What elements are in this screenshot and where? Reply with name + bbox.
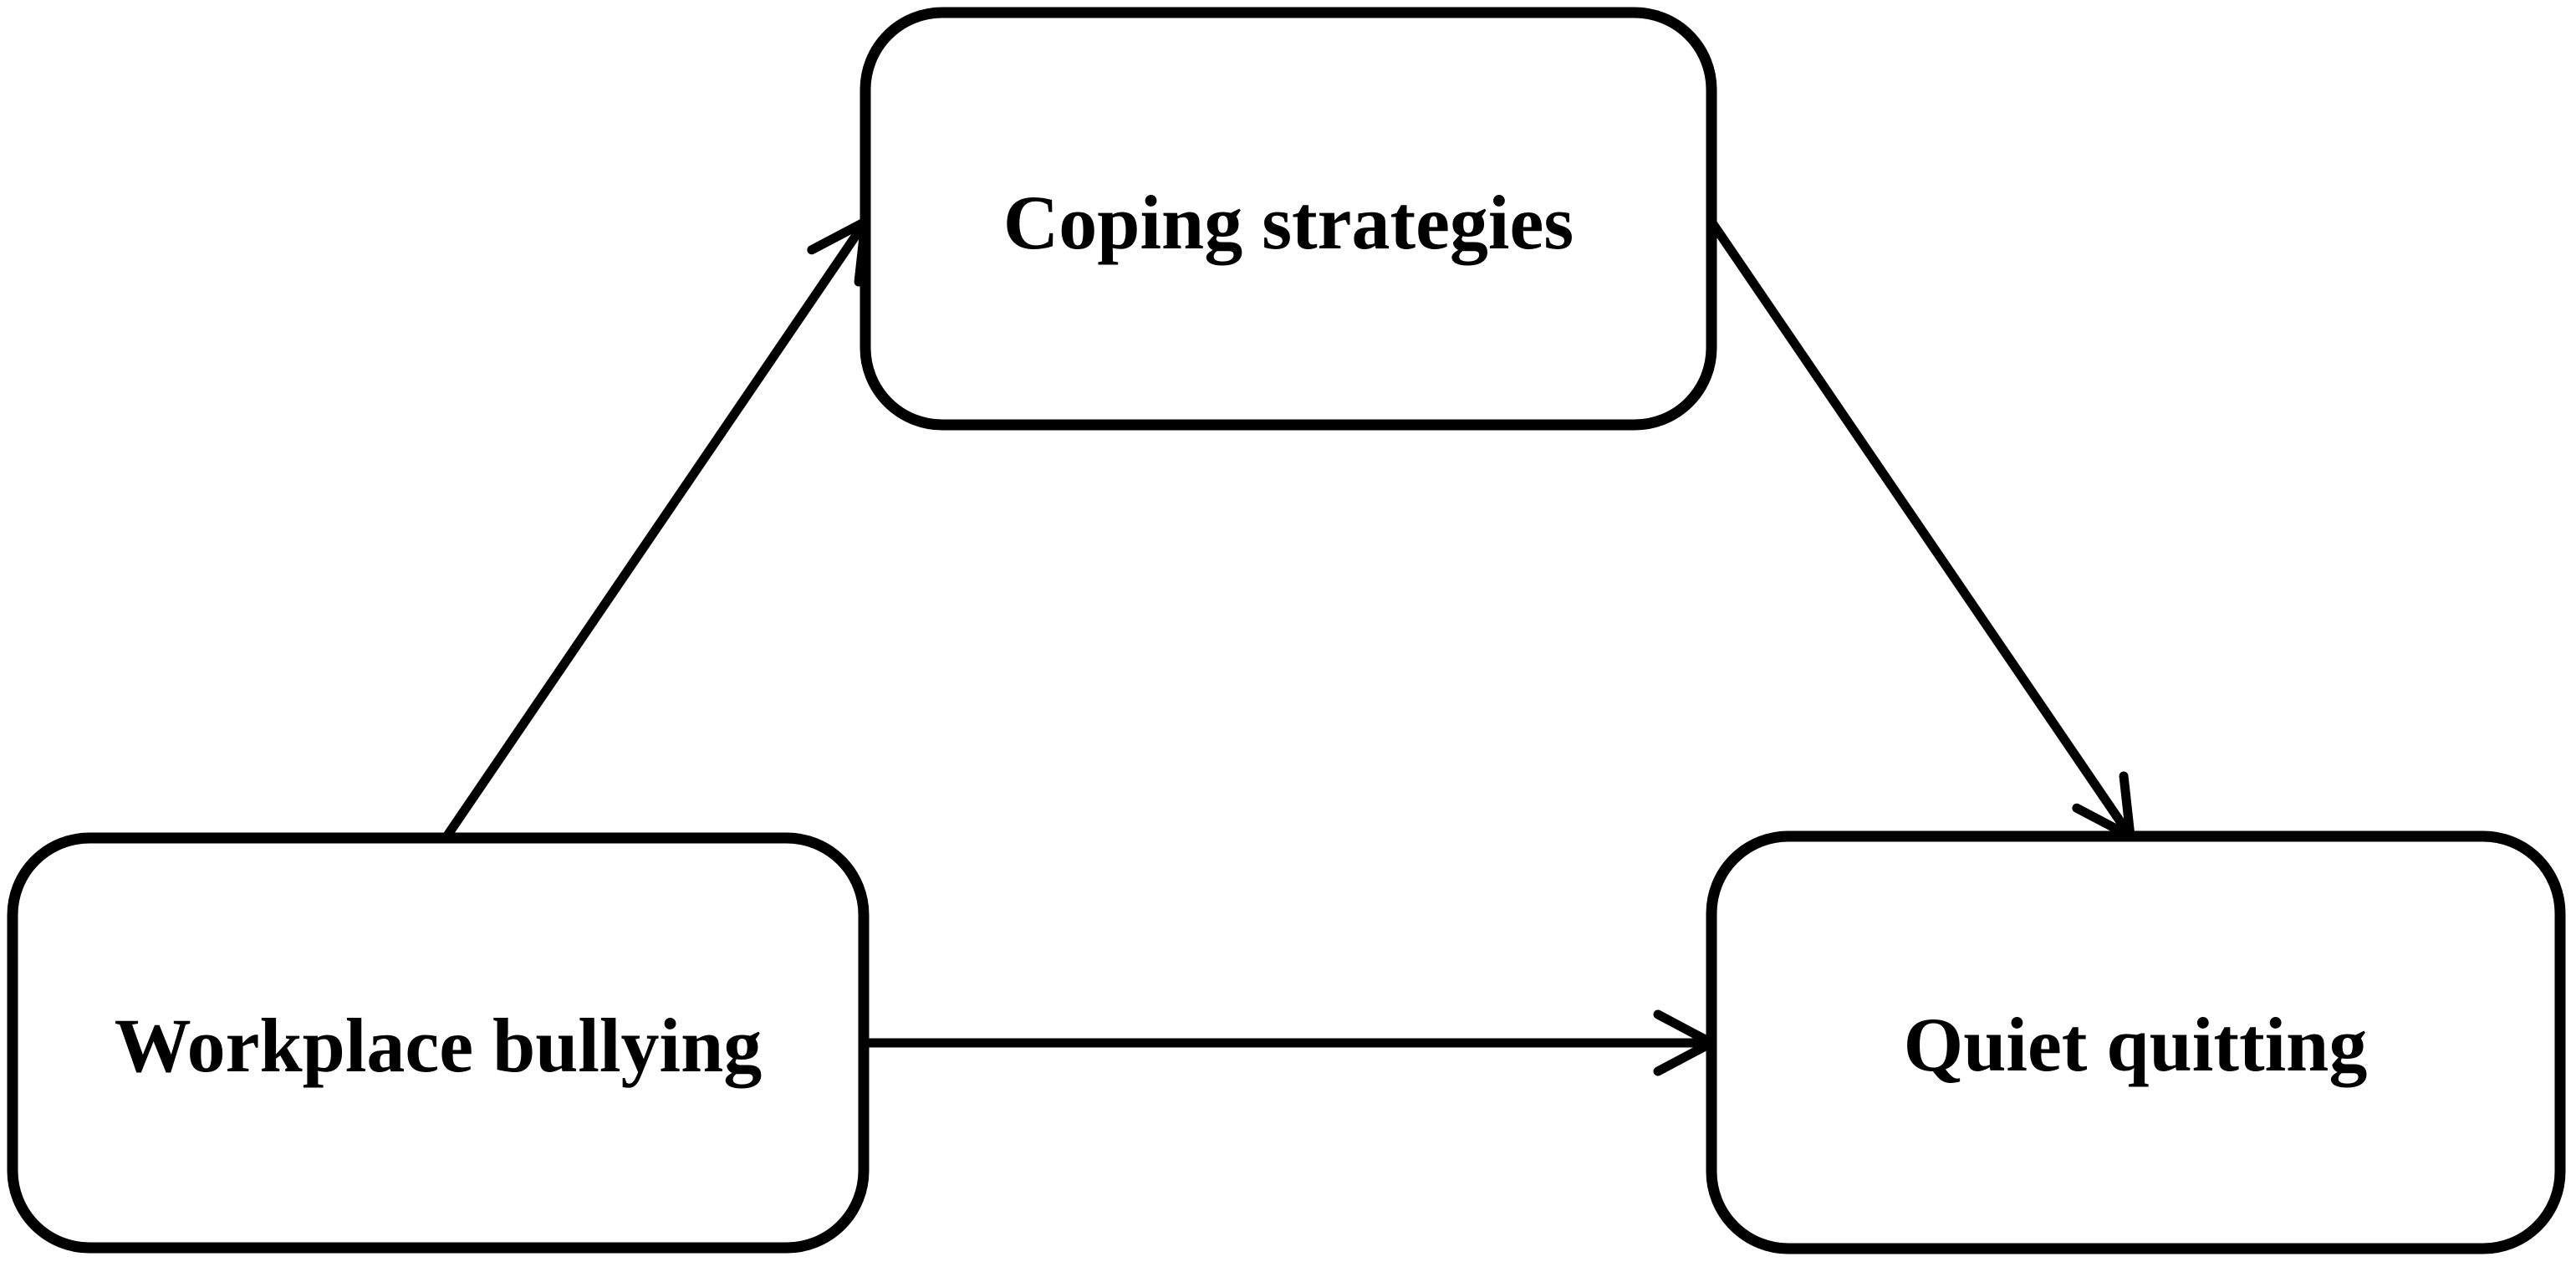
coping-strategies-label: Coping strategies [1003,180,1574,265]
diagram-nodes: Coping strategies Workplace bullying Qui… [7,7,2566,1254]
arrow-coping-to-quitting [1707,218,2135,841]
node-quiet-quitting: Quiet quitting [1706,830,2566,1254]
node-workplace-bullying: Workplace bullying [7,832,870,1254]
quiet-quitting-box [1706,830,2566,1254]
coping-strategies-box [860,7,1717,431]
diagram-edges [441,217,2135,1076]
arrow-bullying-to-coping [441,217,870,841]
workplace-bullying-box [7,832,870,1254]
workplace-bullying-label: Workplace bullying [115,1003,763,1088]
node-coping-strategies: Coping strategies [860,7,1717,431]
quiet-quitting-label: Quiet quitting [1904,1002,2368,1087]
